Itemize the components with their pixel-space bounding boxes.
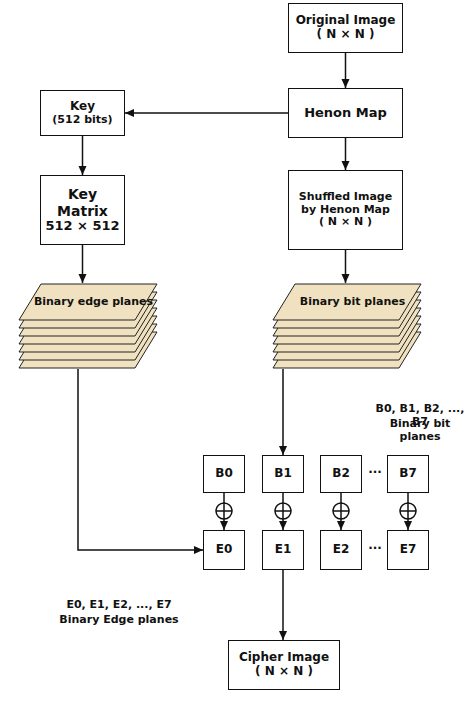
xor-circle <box>333 503 349 519</box>
xor-symbol <box>333 503 349 519</box>
xor-cross <box>275 510 291 512</box>
node-text-group: Cipher Image( N × N ) <box>229 641 339 689</box>
xor-circle <box>400 503 416 519</box>
node-text-group: Henon Map <box>289 89 402 137</box>
node-text-group: E2 <box>321 531 361 569</box>
node-text-group: Binary bit planes <box>272 283 422 321</box>
process-box: Key Matrix512 × 512 <box>40 175 125 245</box>
node-title: B1 <box>274 467 292 481</box>
node-title: Binary bit planes <box>300 296 405 309</box>
annotation-label: ... <box>364 462 386 476</box>
node-title: E2 <box>333 543 350 557</box>
node-title: Cipher Image <box>239 651 329 665</box>
node-text-group: E0 <box>204 531 244 569</box>
process-box: Cipher Image( N × N ) <box>228 640 340 690</box>
xor-cross <box>407 503 409 519</box>
process-box: E1 <box>262 530 304 570</box>
arrow-connector <box>282 369 284 455</box>
xor-cross <box>223 503 225 519</box>
arrow-connector <box>340 493 342 530</box>
node-title: Original Image <box>296 14 396 28</box>
node-text-group: Binary edge planes <box>18 283 158 321</box>
node-title: Key <box>70 100 95 114</box>
arrow-connector <box>78 369 203 550</box>
node-title: Henon Map <box>304 106 387 121</box>
node-title: E7 <box>400 543 417 557</box>
node-title: Shuffled Image by Henon Map <box>293 191 398 216</box>
node-text-group: B2 <box>321 456 361 492</box>
node-text-group: B0 <box>204 456 244 492</box>
node-text-group: E7 <box>388 531 428 569</box>
node-subtitle: (512 bits) <box>52 114 112 127</box>
node-text-group: Key(512 bits) <box>41 91 124 135</box>
process-box: B0 <box>203 455 245 493</box>
node-text-group: Key Matrix512 × 512 <box>41 176 124 244</box>
arrow-connector <box>223 493 225 530</box>
annotation-label: E0, E1, E2, ..., E7 <box>40 598 198 611</box>
annotation-label: Binary Edge planes <box>40 613 198 626</box>
arrow-connector <box>82 136 84 175</box>
xor-symbol <box>275 503 291 519</box>
node-text-group: B1 <box>263 456 303 492</box>
node-title: E1 <box>275 543 292 557</box>
node-text-group: Original Image( N × N ) <box>289 4 402 52</box>
plane-stack: Binary bit planes <box>272 283 432 369</box>
arrow-connector <box>345 250 347 283</box>
node-title: Binary edge planes <box>34 296 153 309</box>
process-box: B1 <box>262 455 304 493</box>
node-text-group: B7 <box>388 456 428 492</box>
node-title: E0 <box>216 543 233 557</box>
xor-cross <box>400 510 416 512</box>
process-box: Key(512 bits) <box>40 90 125 136</box>
arrow-connector <box>345 53 347 88</box>
process-box: E0 <box>203 530 245 570</box>
annotation-label: ... <box>364 538 386 552</box>
node-title: B7 <box>399 467 417 481</box>
arrow-connector <box>125 112 288 114</box>
node-subtitle: ( N × N ) <box>319 216 372 229</box>
node-subtitle: 512 × 512 <box>45 219 119 234</box>
process-box: Henon Map <box>288 88 403 138</box>
node-title: Key Matrix <box>45 186 120 218</box>
process-box: E2 <box>320 530 362 570</box>
xor-symbol <box>400 503 416 519</box>
arrow-connector <box>282 570 284 640</box>
xor-cross <box>216 510 232 512</box>
xor-cross <box>282 503 284 519</box>
process-box: Shuffled Image by Henon Map( N × N ) <box>288 170 403 250</box>
annotation-label: Binary bit planes <box>368 417 472 443</box>
node-title: B0 <box>215 467 233 481</box>
node-subtitle: ( N × N ) <box>317 28 375 42</box>
process-box: Original Image( N × N ) <box>288 3 403 53</box>
xor-cross <box>340 503 342 519</box>
process-box: B2 <box>320 455 362 493</box>
arrow-connector <box>82 245 84 283</box>
arrow-connector <box>407 493 409 530</box>
process-box: E7 <box>387 530 429 570</box>
node-title: B2 <box>332 467 350 481</box>
bit-plane-sheet <box>19 284 157 320</box>
plane-stack: Binary edge planes <box>18 283 168 369</box>
arrow-connector <box>345 138 347 170</box>
xor-circle <box>275 503 291 519</box>
process-box: B7 <box>387 455 429 493</box>
arrow-connector <box>282 493 284 530</box>
node-text-group: Shuffled Image by Henon Map( N × N ) <box>289 171 402 249</box>
xor-symbol <box>216 503 232 519</box>
node-text-group: E1 <box>263 531 303 569</box>
xor-circle <box>216 503 232 519</box>
node-subtitle: ( N × N ) <box>255 665 313 679</box>
xor-cross <box>333 510 349 512</box>
bit-plane-sheet <box>273 284 421 320</box>
